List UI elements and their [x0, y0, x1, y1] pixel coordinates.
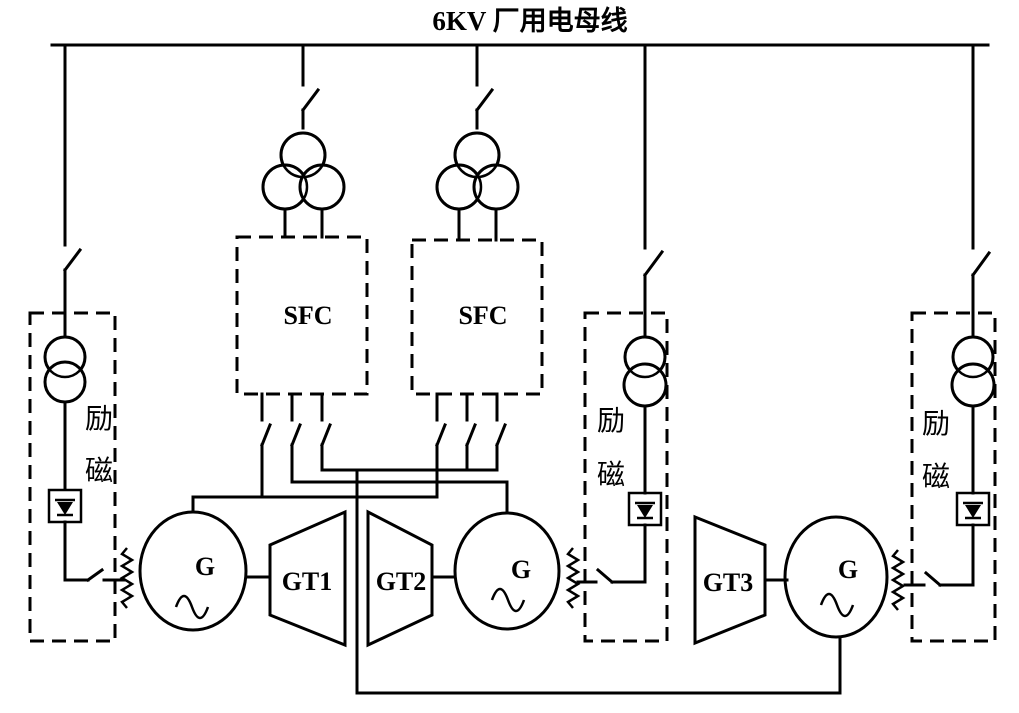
turbine-gt3: GT3 — [693, 514, 767, 646]
sfc-unit-2: SFC — [410, 43, 544, 484]
bus-label: 6KV 厂用电母线 — [432, 6, 627, 36]
sfc-label: SFC — [283, 301, 332, 330]
generator-2: G — [453, 511, 561, 631]
three-winding-transformer-icon — [261, 131, 346, 211]
generator-label: G — [195, 552, 215, 581]
switch-blade — [595, 567, 615, 585]
excitation-box — [910, 311, 997, 643]
turbine-label: GT3 — [703, 568, 754, 597]
switch-blade — [970, 250, 992, 278]
switch-blade — [85, 567, 105, 583]
switch-blade — [290, 423, 302, 447]
generator-1: G — [138, 510, 248, 632]
rectifier-icon — [955, 491, 991, 527]
excitation-box — [28, 311, 117, 643]
transformer-icon — [950, 335, 996, 408]
turbine-gt2: GT2 — [366, 509, 434, 648]
switch-blade — [260, 423, 272, 447]
generator-3: G — [783, 515, 889, 639]
ac-wave-icon — [490, 587, 526, 613]
three-winding-transformer-icon — [435, 131, 520, 211]
excitation-branch-1: 励 磁 — [28, 43, 135, 643]
excitation-branch-3: 励 磁 — [903, 43, 997, 643]
sfc-unit-1: SFC — [235, 43, 369, 499]
switch-blade — [923, 570, 943, 588]
excitation-label-bottom: 磁 — [85, 455, 113, 487]
turbine-gt1: GT1 — [268, 509, 347, 648]
field-winding-icon — [565, 547, 581, 609]
switch-blade — [642, 249, 665, 278]
rectifier-icon — [627, 491, 663, 527]
ac-wave-icon — [819, 592, 855, 618]
switch-blade — [300, 87, 321, 113]
sfc-interconnect-wiring — [191, 468, 842, 695]
switch-blade — [435, 423, 447, 447]
excitation-label-bottom: 磁 — [922, 461, 950, 493]
switch-blade — [465, 423, 477, 447]
rectifier-icon — [47, 488, 83, 524]
switch-blade — [495, 423, 507, 447]
switch-blade — [62, 247, 83, 273]
excitation-label-top: 励 — [922, 408, 950, 440]
switch-blade — [474, 87, 495, 113]
sfc-box — [410, 238, 544, 396]
excitation-branch-2: 励 磁 — [576, 43, 669, 643]
excitation-box — [583, 311, 669, 643]
sfc-label: SFC — [458, 301, 507, 330]
turbine-label: GT2 — [376, 567, 427, 596]
excitation-label-bottom: 磁 — [597, 459, 625, 491]
excitation-label-top: 励 — [597, 405, 625, 437]
generator-label: G — [838, 555, 858, 584]
field-winding-icon — [119, 547, 135, 609]
transformer-icon — [43, 335, 87, 404]
excitation-label-top: 励 — [85, 403, 113, 435]
sfc-box — [235, 235, 369, 396]
ac-wave-icon — [174, 594, 210, 620]
generator-label: G — [511, 555, 531, 584]
switch-blade — [320, 423, 332, 447]
field-winding-icon — [890, 549, 906, 611]
turbine-label: GT1 — [282, 567, 333, 596]
transformer-icon — [622, 335, 668, 408]
